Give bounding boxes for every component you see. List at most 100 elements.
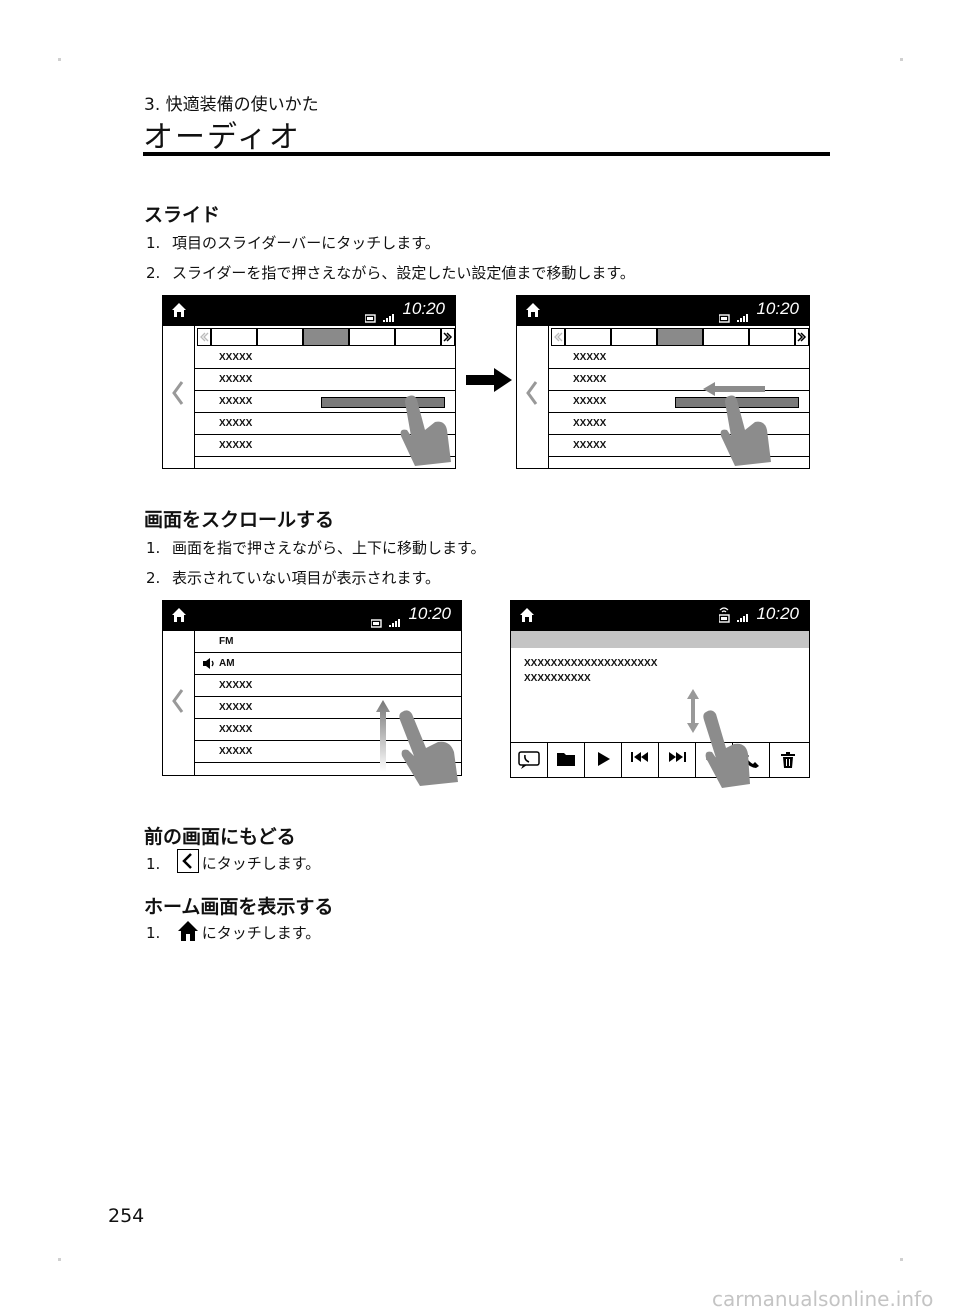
- scroll-updown-arrow-icon: [687, 689, 699, 733]
- side-panel: [163, 631, 195, 775]
- play-icon[interactable]: [585, 743, 622, 777]
- side-panel: [517, 326, 549, 468]
- list-item[interactable]: XXXXX: [549, 413, 809, 435]
- slider-fill: [322, 398, 444, 407]
- scroll-right-icon[interactable]: [441, 328, 455, 346]
- tab[interactable]: [349, 328, 395, 346]
- message-header-bar: [511, 631, 809, 648]
- tab-strip: [195, 328, 455, 346]
- step-item: 1.画面を指で押さえながら、上下に移動します。: [146, 539, 486, 557]
- scroll-up-arrow-icon: [376, 700, 390, 772]
- status-bar: 10:20: [163, 601, 461, 631]
- message-body: XXXXXXXXXXXXXXXXXXXX XXXXXXXXXX: [524, 656, 657, 686]
- clock-time: 10:20: [756, 299, 799, 318]
- tab[interactable]: [395, 328, 441, 346]
- back-chevron-icon[interactable]: [523, 378, 541, 412]
- back-chevron-icon: [176, 849, 199, 873]
- footer-watermark: carmanualsonline.info: [712, 1287, 934, 1311]
- trash-icon[interactable]: [770, 743, 806, 777]
- message-controls: [511, 742, 809, 777]
- home-icon[interactable]: [519, 607, 535, 627]
- screen-slider-after: 10:20 XXXXX XXXXX XXXXX XXXXX XXXXX: [516, 295, 810, 469]
- home-icon[interactable]: [171, 302, 187, 322]
- tab[interactable]: [211, 328, 257, 346]
- status-bar: 10:20: [511, 601, 809, 631]
- side-panel: [163, 326, 195, 468]
- next-track-icon[interactable]: [659, 743, 696, 777]
- list-item[interactable]: XXXXX: [549, 369, 809, 391]
- back-chevron-icon[interactable]: [169, 378, 187, 412]
- list-item[interactable]: XXXXX: [195, 413, 455, 435]
- scroll-left-icon[interactable]: [551, 328, 565, 346]
- list-item[interactable]: XXXXX: [549, 347, 809, 369]
- list-item[interactable]: XXXXX: [195, 347, 455, 369]
- left-arrow-icon: [703, 382, 765, 396]
- status-bar: 10:20: [517, 296, 809, 326]
- sms-icon[interactable]: [511, 743, 548, 777]
- tab[interactable]: [611, 328, 657, 346]
- list-item[interactable]: XXXXX: [195, 435, 455, 457]
- list-item[interactable]: XXXXX: [195, 675, 461, 697]
- list-item[interactable]: XXXXX: [195, 741, 461, 763]
- wifi-signal-icon: [718, 606, 753, 628]
- previous-track-icon[interactable]: [622, 743, 659, 777]
- scroll-left-icon[interactable]: [197, 328, 211, 346]
- tab-selected[interactable]: [303, 328, 349, 346]
- screen-slider-before: 10:20 XXXXX XXXXX XXXXX XXXXX XXXXX: [162, 295, 456, 469]
- tab[interactable]: [257, 328, 303, 346]
- clock-time: 10:20: [756, 604, 799, 623]
- section-heading-slide: スライド: [144, 204, 221, 226]
- scroll-right-icon[interactable]: [795, 328, 809, 346]
- section-heading-home: ホーム画面を表示する: [144, 896, 334, 918]
- slider-bar[interactable]: [321, 397, 445, 408]
- tab[interactable]: [703, 328, 749, 346]
- list-item[interactable]: FM: [195, 631, 461, 653]
- message-line: XXXXXXXXXXXXXXXXXXXX: [524, 658, 658, 669]
- clock-time: 10:20: [408, 604, 451, 623]
- crop-mark: [58, 58, 61, 61]
- crop-mark: [58, 1258, 61, 1261]
- list-item[interactable]: XXXXX: [195, 697, 461, 719]
- signal-icon: [718, 308, 753, 327]
- signal-icon: [370, 613, 405, 632]
- list-item[interactable]: AM: [195, 653, 461, 675]
- home-icon[interactable]: [525, 302, 541, 322]
- signal-icon: [364, 308, 399, 327]
- screen-message: 10:20 XXXXXXXXXXXXXXXXXXXX XXXXXXXXXX: [510, 600, 810, 778]
- title-rule: [143, 152, 830, 156]
- folder-icon[interactable]: [548, 743, 585, 777]
- section-heading-scroll: 画面をスクロールする: [144, 509, 335, 531]
- home-icon: [177, 920, 199, 942]
- step-item: 1.項目のスライダーバーにタッチします。: [146, 234, 440, 252]
- step-item: 1. にタッチします。: [146, 849, 320, 876]
- step-item: 1. にタッチします。: [146, 920, 320, 945]
- finger-icon: [400, 395, 451, 466]
- crop-mark: [900, 1258, 903, 1261]
- speaker-icon: [203, 658, 214, 669]
- status-bar: 10:20: [163, 296, 455, 326]
- clock-time: 10:20: [402, 299, 445, 318]
- finger-icon: [720, 395, 771, 466]
- tab-strip: [549, 328, 809, 346]
- chapter-label: 3. 快適装備の使いかた: [144, 95, 319, 115]
- finger-icon: [399, 710, 458, 786]
- home-icon[interactable]: [171, 607, 187, 627]
- list-item[interactable]: XXXXX: [195, 369, 455, 391]
- page-number: 254: [108, 1205, 145, 1227]
- finger-icon: [703, 710, 750, 788]
- tab[interactable]: [749, 328, 795, 346]
- step-item: 2.スライダーを指で押さえながら、設定したい設定値まで移動します。: [146, 264, 635, 282]
- crop-mark: [900, 58, 903, 61]
- message-line: XXXXXXXXXX: [524, 673, 591, 684]
- list-item[interactable]: XXXXX: [549, 435, 809, 457]
- page-title: オーディオ: [143, 120, 301, 155]
- tab-selected[interactable]: [657, 328, 703, 346]
- step-item: 2.表示されていない項目が表示されます。: [146, 569, 441, 587]
- section-heading-back: 前の画面にもどる: [144, 826, 296, 848]
- list-item[interactable]: XXXXX: [195, 719, 461, 741]
- list-item[interactable]: XXXXX: [195, 391, 455, 413]
- tab[interactable]: [565, 328, 611, 346]
- list-item[interactable]: XXXXX: [549, 391, 809, 413]
- back-chevron-icon[interactable]: [169, 686, 187, 720]
- right-arrow-icon: [466, 368, 512, 392]
